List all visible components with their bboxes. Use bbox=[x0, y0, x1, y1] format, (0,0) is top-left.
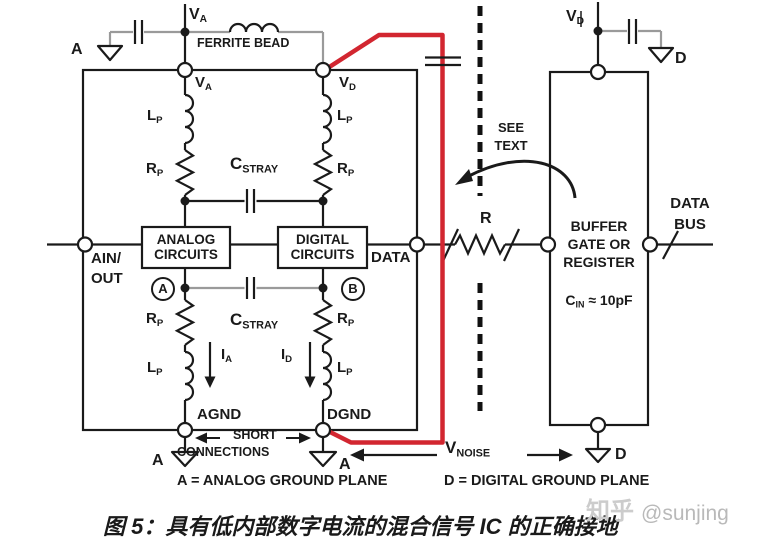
vd-pin-label: VD bbox=[339, 74, 356, 93]
analog-ground-plane-note: A = ANALOG GROUND PLANE bbox=[177, 473, 388, 489]
ground-icon-top-left bbox=[96, 44, 124, 62]
ground-icon-bottom-right bbox=[584, 447, 612, 464]
rp-resistor-icon bbox=[312, 299, 334, 346]
rp-label-bottom-left: RP bbox=[146, 310, 164, 329]
bus-slash bbox=[442, 228, 459, 262]
red-line-cap-plates bbox=[425, 56, 461, 67]
vnoise-arrows bbox=[350, 448, 573, 462]
short-label: SHORT bbox=[233, 428, 277, 442]
rp-resistor-icon bbox=[174, 149, 196, 196]
connections-label: CONNECTIONS bbox=[177, 445, 270, 459]
digital-plane-ref-bottom: D bbox=[615, 446, 627, 463]
bus-slash bbox=[503, 228, 520, 262]
rp-label-bottom-right: RP bbox=[337, 310, 355, 329]
node-b-circle bbox=[341, 277, 365, 301]
cstray-label-bottom: CSTRAY bbox=[230, 310, 279, 332]
digital-ground-plane-note: D = DIGITAL GROUND PLANE bbox=[444, 473, 650, 489]
rp-label-top-right: RP bbox=[337, 160, 355, 179]
ferrite-bead-coil-icon bbox=[228, 22, 280, 33]
cin-value-label: CIN ≈ 10pF bbox=[565, 292, 633, 310]
rp-label-top-left: RP bbox=[146, 160, 164, 179]
watermark-username: @sunjing bbox=[641, 502, 729, 525]
red-noise-path bbox=[323, 32, 445, 445]
lp-label-bottom-left: LP bbox=[147, 359, 163, 378]
short-connections-arrows bbox=[195, 432, 311, 444]
lp-coil-icon bbox=[322, 93, 333, 145]
ground-icon-bottom-left bbox=[170, 450, 200, 468]
series-resistor-label: R bbox=[480, 210, 492, 227]
lp-coil-icon bbox=[184, 93, 195, 145]
ia-current-arrow bbox=[204, 342, 216, 388]
bus-slash bbox=[662, 230, 679, 260]
pin-terminals bbox=[76, 61, 659, 439]
ground-icon-bottom-mid bbox=[308, 450, 338, 468]
digital-circuits-box bbox=[276, 225, 369, 270]
ain-out-pin-label: AIN/OUT bbox=[91, 250, 123, 287]
node-a-circle bbox=[151, 277, 175, 301]
data-pin-label: DATA bbox=[371, 249, 411, 266]
cstray-label-top: CSTRAY bbox=[230, 154, 279, 176]
gray-leads bbox=[108, 29, 663, 290]
r-resistor-icon bbox=[454, 232, 506, 257]
rp-resistor-icon bbox=[174, 299, 196, 346]
junction-dots bbox=[180, 26, 603, 293]
id-current-arrow bbox=[304, 342, 316, 388]
ia-current-label: IA bbox=[221, 346, 233, 365]
va-pin-label: VA bbox=[195, 74, 212, 93]
rp-resistor-icon bbox=[312, 149, 334, 196]
ferrite-bead-label: FERRITE BEAD bbox=[197, 36, 290, 50]
id-current-label: ID bbox=[281, 346, 293, 365]
analog-plane-ref-top: A bbox=[71, 41, 83, 58]
see-text-arrow bbox=[455, 159, 577, 199]
analog-plane-ref-bottom-left: A bbox=[152, 452, 164, 469]
digital-plane-ref-top: D bbox=[675, 50, 687, 67]
watermark-zhihu-logo: 知乎 bbox=[586, 498, 634, 525]
node-a-label: A bbox=[158, 281, 168, 297]
analog-circuits-box bbox=[140, 225, 232, 270]
lp-label-top-left: LP bbox=[147, 107, 163, 126]
ground-icons bbox=[96, 44, 675, 468]
analog-plane-ref-bottom-mid: A bbox=[339, 456, 351, 473]
figure-caption: 图 5：具有低内部数字电流的混合信号 IC 的正确接地 bbox=[103, 514, 618, 539]
vnoise-label: VNOISE bbox=[445, 438, 491, 460]
dgnd-pin-label: DGND bbox=[327, 406, 372, 423]
lp-label-top-right: LP bbox=[337, 107, 353, 126]
lp-coil-icon bbox=[322, 350, 333, 402]
agnd-pin-label: AGND bbox=[197, 406, 242, 423]
lp-label-bottom-right: LP bbox=[337, 359, 353, 378]
vd-supply-label: VD bbox=[566, 8, 585, 28]
node-b-label: B bbox=[348, 281, 358, 297]
lp-coil-icon bbox=[184, 350, 195, 402]
ground-icon-top-right bbox=[647, 46, 675, 64]
va-supply-label: VA bbox=[189, 6, 208, 26]
